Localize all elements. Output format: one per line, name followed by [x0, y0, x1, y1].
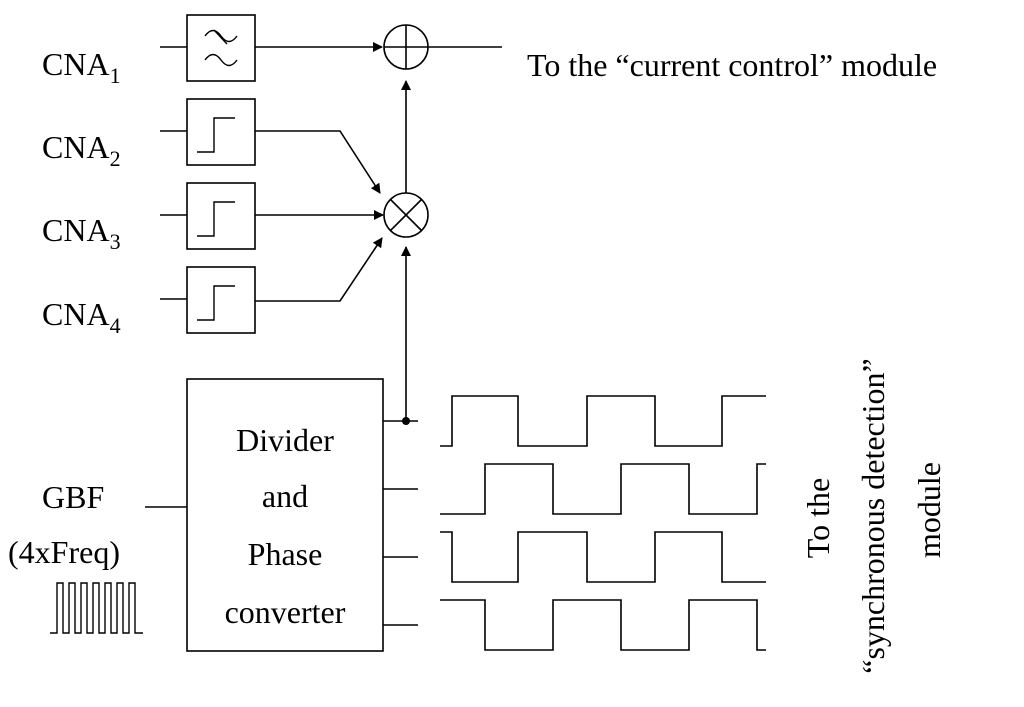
comparator-block-2: [160, 98, 381, 194]
step-icon: [197, 201, 235, 237]
square-wave-phase-0: [440, 395, 766, 447]
synchronous-detection-label-line1-group: To the: [800, 478, 836, 558]
synchronous-detection-label-line1: To the: [800, 478, 836, 558]
square-wave-phase-270: [440, 599, 766, 651]
gbf-label: GBF: [42, 479, 104, 515]
filter-icon: [204, 29, 238, 67]
comparator-block-3: [160, 182, 384, 250]
divider-label-line1: Divider: [236, 422, 334, 458]
synchronous-detection-label-line3: module: [911, 462, 947, 558]
input-label-cna1: CNA1: [42, 46, 121, 88]
divider-label-line4: converter: [225, 594, 346, 630]
input-label-cna3: CNA3: [42, 212, 121, 254]
lowpass-filter-block: [160, 14, 383, 82]
synchronous-detection-label-line3-group: module: [911, 462, 947, 558]
synchronous-detection-label-line2-group: “synchronous detection”: [855, 358, 891, 673]
synchronous-detection-label-line2: “synchronous detection”: [855, 358, 891, 673]
step-icon: [197, 285, 235, 321]
divider-phase-converter-block: [186, 378, 384, 652]
divider-label-line3: Phase: [248, 536, 323, 572]
multiplier-junction-icon: [383, 192, 429, 238]
gbf-frequency-label: (4xFreq): [8, 534, 120, 570]
comparator-block-4: [160, 237, 383, 334]
summing-junction-icon: [383, 24, 502, 70]
square-wave-phase-180: [440, 531, 766, 583]
current-control-output-label: To the “current control” module: [527, 47, 937, 83]
square-wave-phase-90: [440, 463, 766, 515]
input-label-cna4: CNA4: [42, 296, 121, 338]
divider-label-line2: and: [262, 478, 308, 514]
input-label-cna2: CNA2: [42, 129, 121, 171]
step-icon: [197, 117, 235, 153]
clock-waveform-icon: [50, 582, 143, 634]
